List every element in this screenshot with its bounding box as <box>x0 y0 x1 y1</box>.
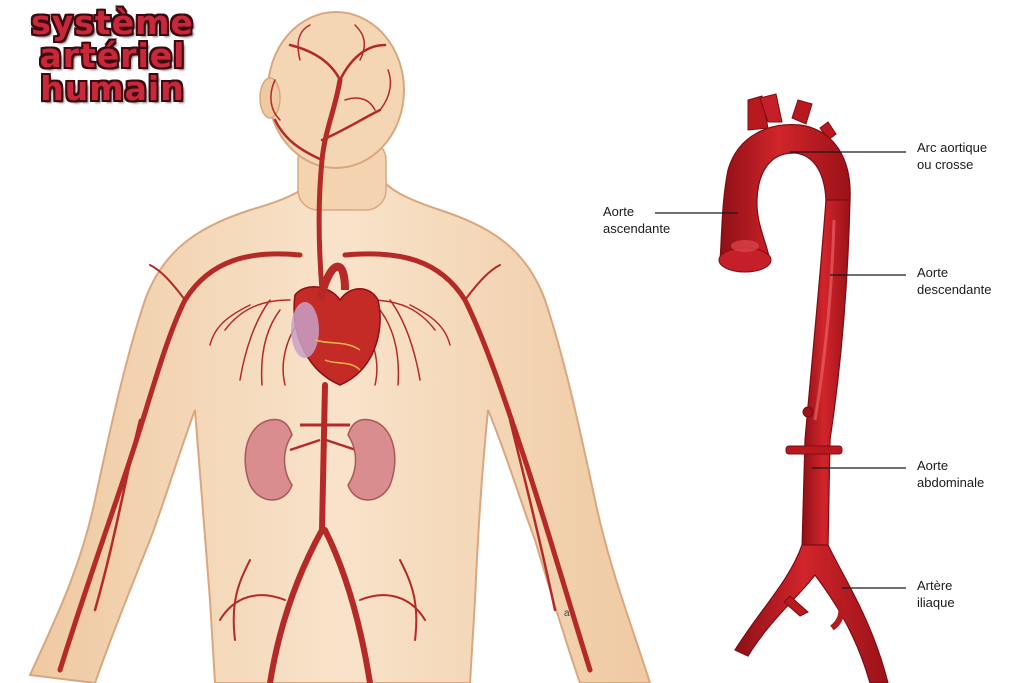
label-descending-line-1: Aorte <box>917 264 991 281</box>
aorta-illustration <box>719 94 888 683</box>
label-aorte-descendante: Aorte descendante <box>917 264 991 298</box>
title-line-1: système <box>20 6 205 39</box>
label-arc-aortique: Arc aortique ou crosse <box>917 139 987 173</box>
label-descending-line-2: descendante <box>917 281 991 298</box>
label-ascending-line-1: Aorte <box>603 203 670 220</box>
label-aorte-ascendante: Aorte ascendante <box>603 203 670 237</box>
label-aorte-abdominale: Aorte abdominale <box>917 457 984 491</box>
label-iliac-line-2: iliaque <box>917 594 955 611</box>
title-line-2: artériel <box>20 39 205 72</box>
label-arc-line-2: ou crosse <box>917 156 987 173</box>
label-artere-iliaque: Artère iliaque <box>917 577 955 611</box>
label-arc-line-1: Arc aortique <box>917 139 987 156</box>
label-leader-lines <box>655 152 906 588</box>
label-abdominal-line-2: abdominale <box>917 474 984 491</box>
label-abdominal-line-1: Aorte <box>917 457 984 474</box>
figure-mark: a <box>564 608 570 619</box>
page-title: système artériel humain <box>20 6 205 105</box>
label-ascending-line-2: ascendante <box>603 220 670 237</box>
title-line-3: humain <box>20 72 205 105</box>
label-iliac-line-1: Artère <box>917 577 955 594</box>
